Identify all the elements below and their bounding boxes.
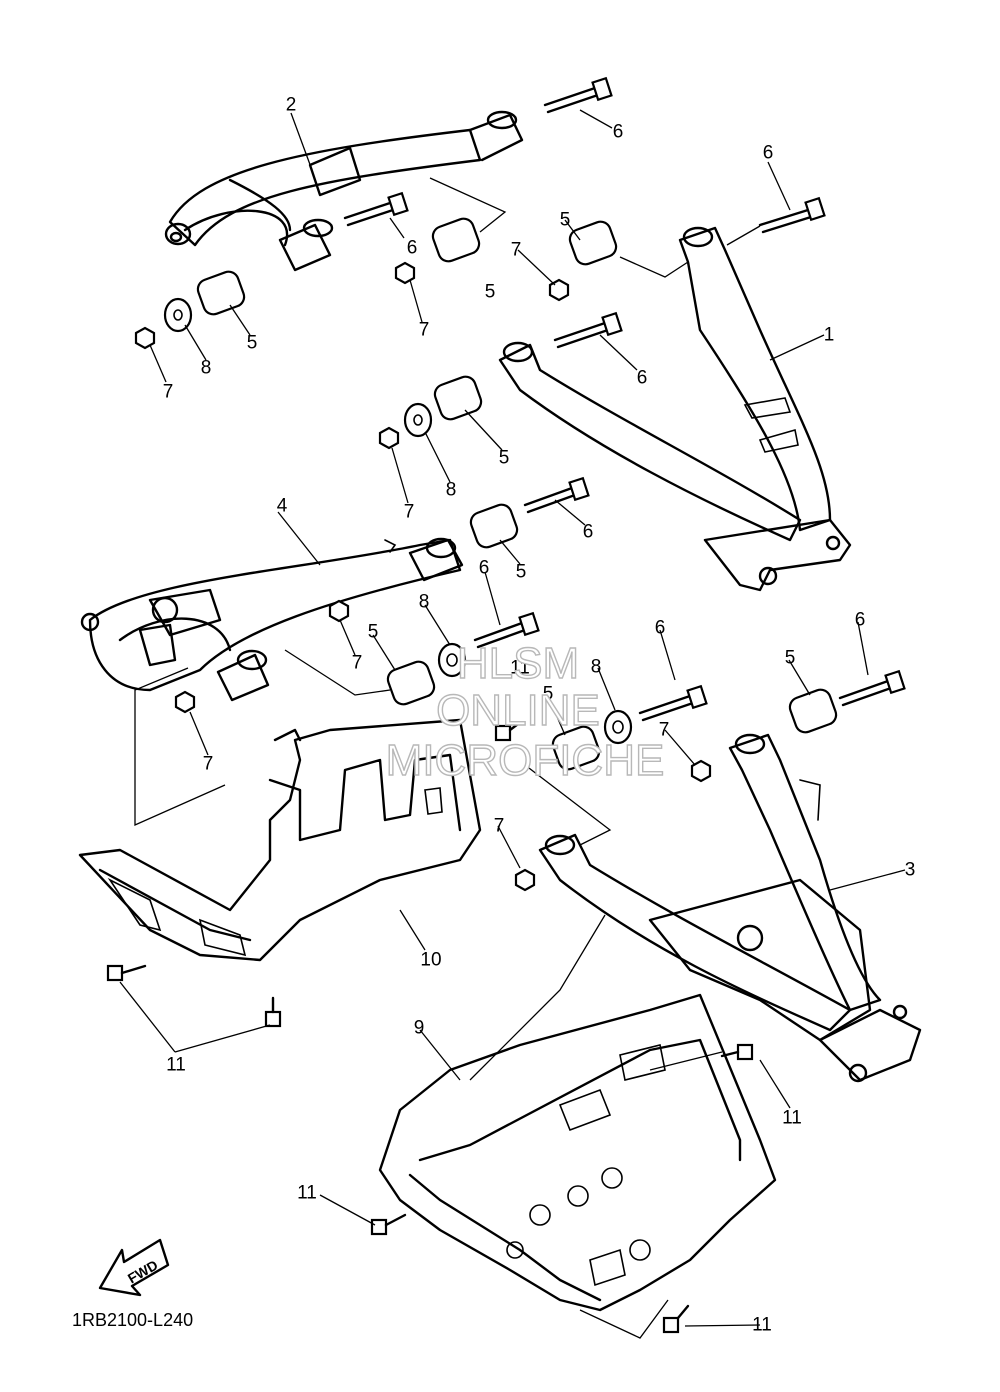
callout-8: 8 [419,592,430,613]
callout-5: 5 [368,622,379,643]
callout-6: 6 [637,368,648,389]
callout-11: 11 [510,658,530,679]
callout-6: 6 [583,522,594,543]
callout-5: 5 [247,333,258,354]
fwd-arrow-icon: FWD [98,1238,170,1297]
callout-5: 5 [560,210,571,231]
callout-5: 5 [485,282,496,303]
callout-5: 5 [785,648,796,669]
callout-7: 7 [163,382,174,403]
callout-6: 6 [407,238,418,259]
callout-10: 10 [420,950,441,971]
callout-5: 5 [499,448,510,469]
skid-plate-left [78,718,482,962]
callout-2: 2 [286,95,297,116]
callout-7: 7 [404,502,415,523]
arm-upper-right [498,226,852,592]
callout-6: 6 [479,558,490,579]
callout-6: 6 [613,122,624,143]
callout-3: 3 [905,860,916,881]
leader-lines [119,109,906,1339]
callout-7: 7 [659,720,670,741]
arm-lower-right [538,733,922,1083]
washer-group [163,297,633,745]
callout-8: 8 [446,480,457,501]
arm-upper-left [164,110,524,272]
callout-6: 6 [655,618,666,639]
callout-labels: 2 6 6 6 5 7 5 7 5 8 7 1 6 5 8 7 4 6 5 6 … [163,95,916,1336]
callout-1: 1 [824,325,835,346]
callout-8: 8 [201,358,212,379]
bolt-group [343,76,906,722]
watermark-line-1: HLSM [457,639,579,688]
arm-lower-left [80,537,464,702]
callout-11: 11 [752,1315,772,1336]
callout-5: 5 [516,562,527,583]
callout-4: 4 [277,496,288,517]
watermark-line-3: MICROFICHE [386,736,665,785]
screw-group [106,722,754,1334]
callout-7: 7 [203,754,214,775]
callout-8: 8 [591,657,602,678]
watermark-line-2: ONLINE [436,686,600,735]
watermark: HLSM ONLINE MICROFICHE [385,638,665,785]
callout-11: 11 [166,1055,186,1076]
callout-7: 7 [419,320,430,341]
nut-group [134,261,712,892]
skid-plate-right [378,993,777,1312]
callout-7: 7 [511,240,522,261]
callout-11: 11 [297,1183,317,1204]
callout-5: 5 [543,684,554,705]
callout-7: 7 [494,816,505,837]
callout-11: 11 [782,1108,802,1129]
callout-6: 6 [855,610,866,631]
callout-7: 7 [352,653,363,674]
diagram-code: 1RB2100-L240 [72,1310,193,1330]
callout-9: 9 [414,1018,425,1039]
callout-6: 6 [763,143,774,164]
bushing-group [196,217,838,771]
fwd-label: FWD [125,1257,161,1287]
